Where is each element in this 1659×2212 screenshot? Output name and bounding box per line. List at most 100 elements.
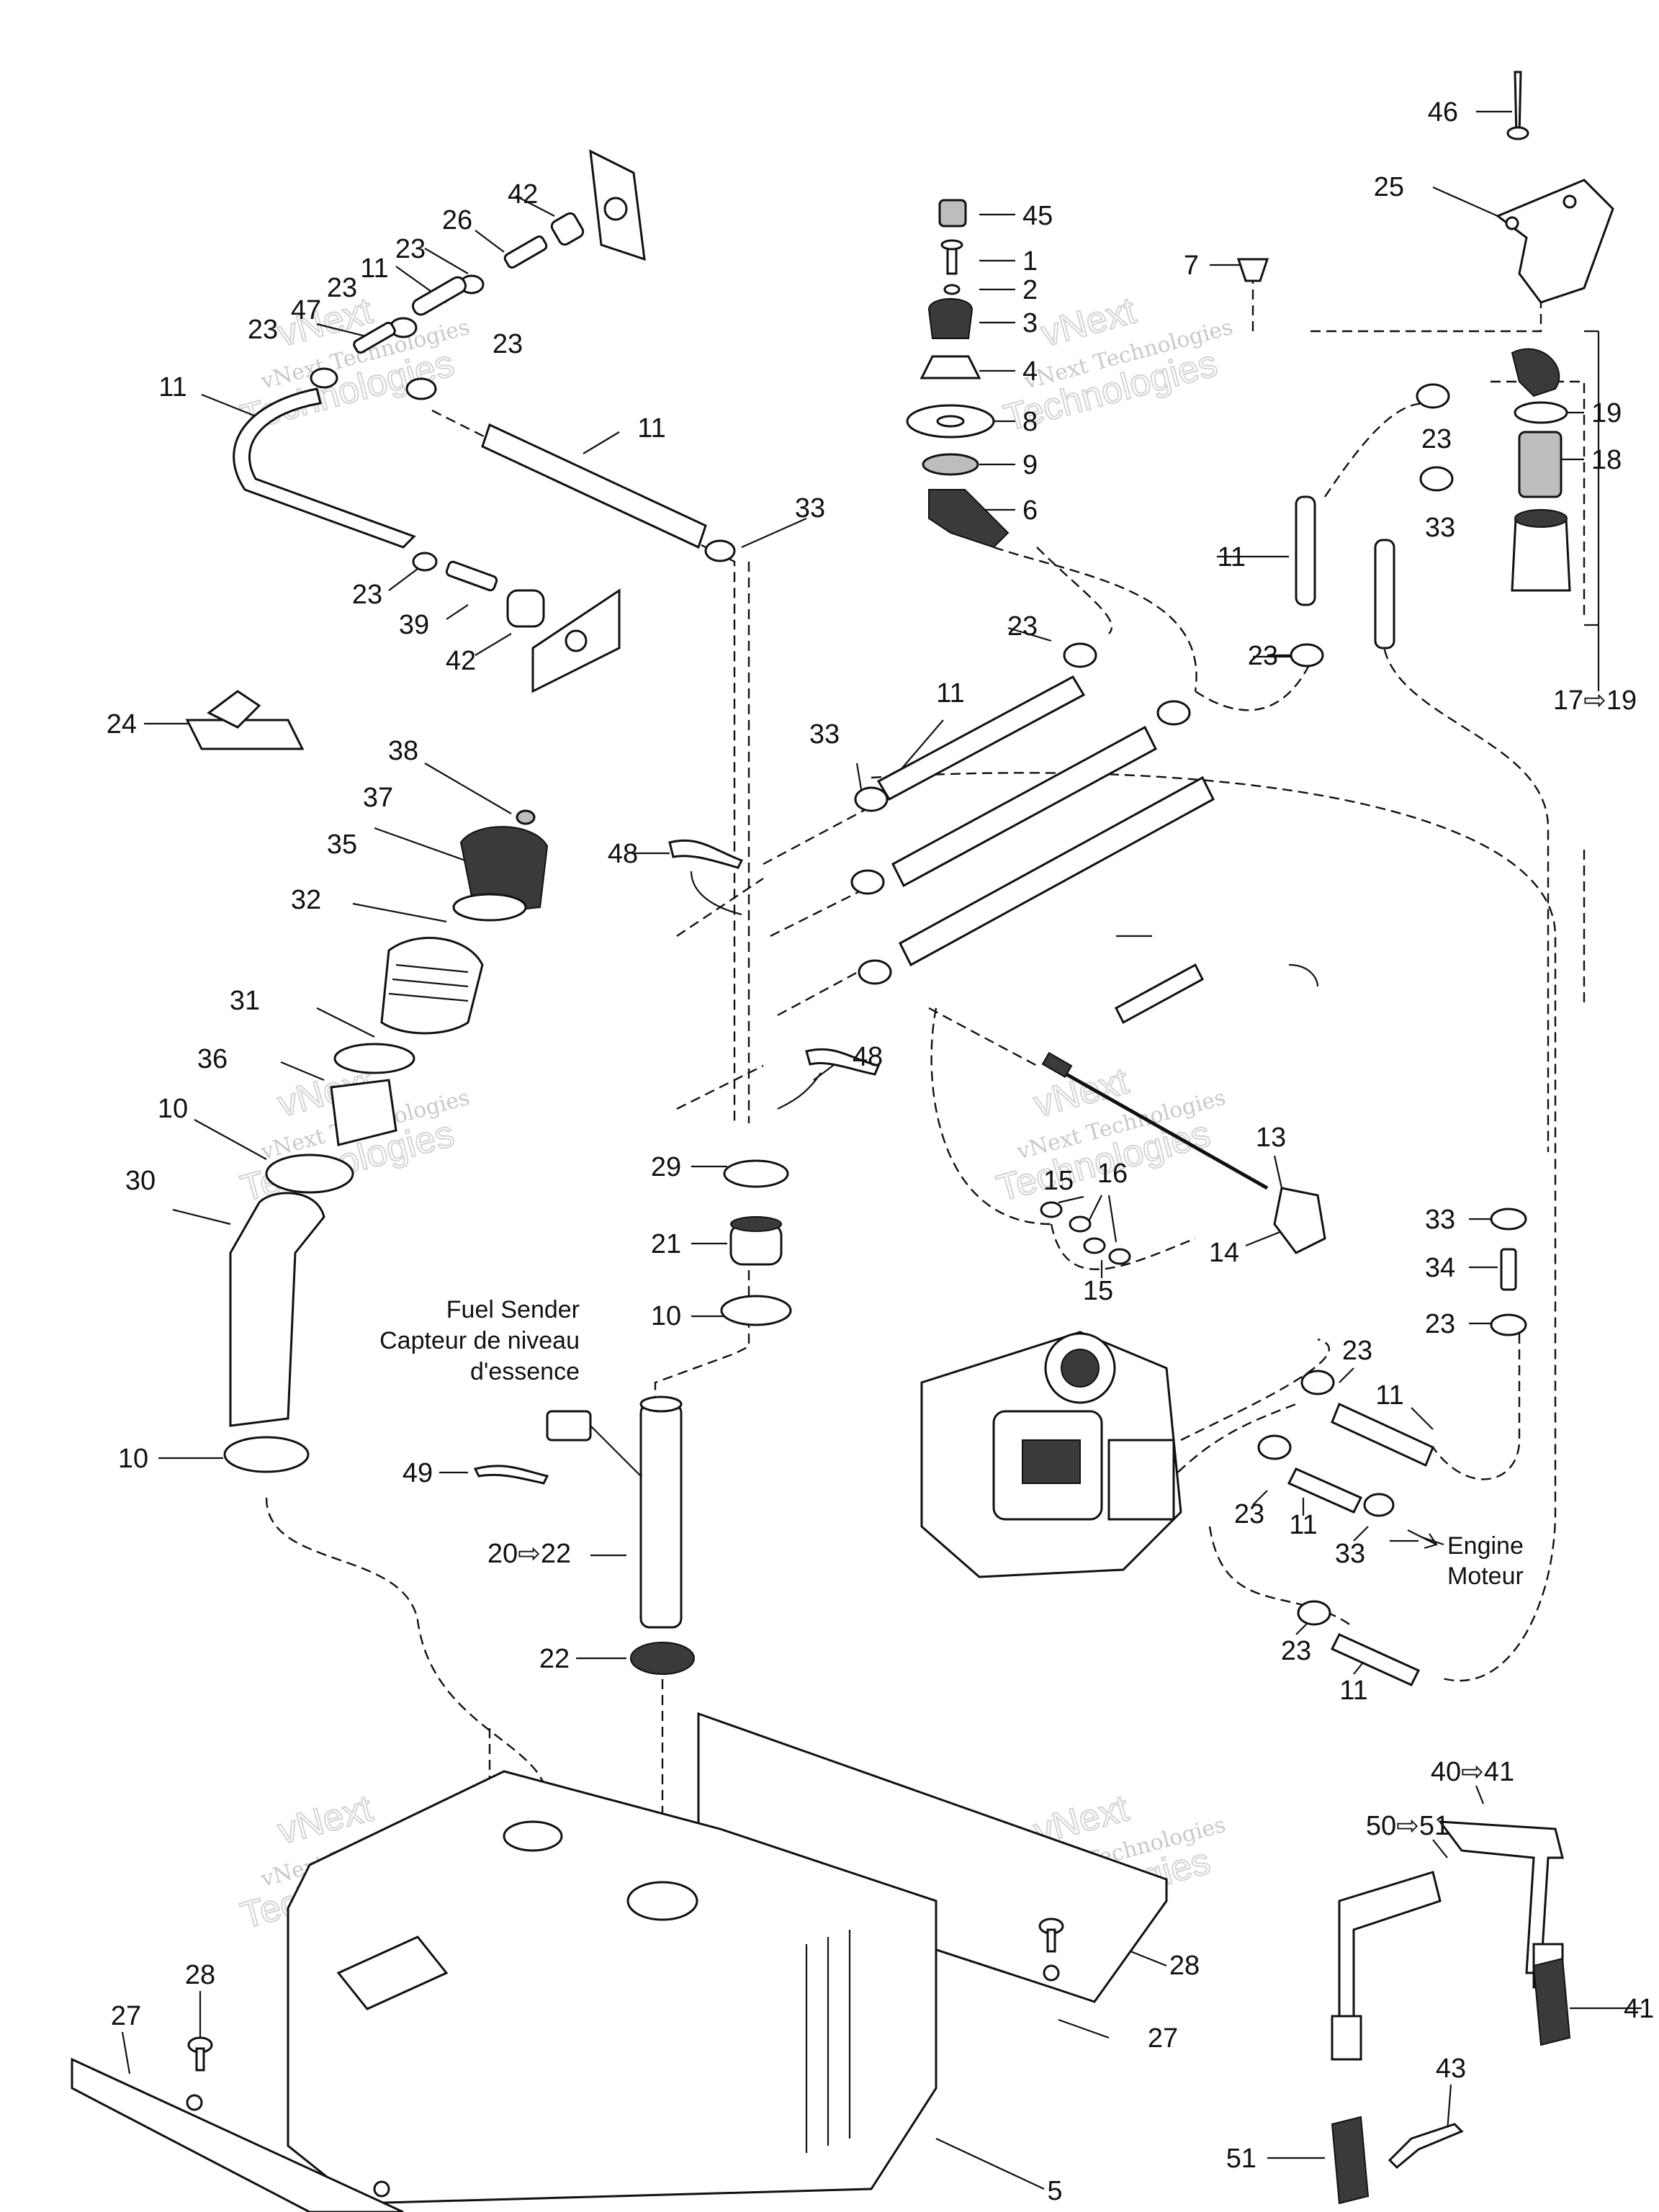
tie-48-a xyxy=(668,839,744,869)
washer-16-a xyxy=(1069,1215,1092,1233)
callout-40-41: 40⇨41 xyxy=(1431,1757,1514,1787)
callout-labels: 46 25 45 1 2 3 4 8 9 6 7 19 18 23 33 11 … xyxy=(107,97,1655,2206)
fitting-47 xyxy=(353,321,396,354)
callout-17-19: 17⇨19 xyxy=(1553,685,1637,716)
clamp-33-m1 xyxy=(854,786,889,812)
callout-39: 39 xyxy=(399,610,429,640)
callout-28-b: 28 xyxy=(1169,1951,1200,1981)
hose-partial-a xyxy=(1115,963,1204,1025)
callout-32: 32 xyxy=(291,885,321,915)
ties-48 xyxy=(668,839,881,1110)
washer-2 xyxy=(943,284,961,295)
clamp-33-right xyxy=(1419,466,1454,492)
callout-15-a: 15 xyxy=(1043,1166,1074,1196)
clamp-23-c xyxy=(310,367,338,389)
callout-33-c: 33 xyxy=(809,719,840,750)
hose-11-m2 xyxy=(891,725,1157,888)
note-engine-en: Engine xyxy=(1447,1532,1524,1560)
top-left-hose-assembly xyxy=(233,149,736,693)
callout-27-a: 27 xyxy=(111,2001,141,2031)
hose-11-short xyxy=(412,276,467,316)
nut-15-a xyxy=(1040,1201,1063,1218)
fitting-26 xyxy=(503,235,548,269)
callout-11-e: 11 xyxy=(936,678,964,709)
callout-51: 51 xyxy=(1226,2144,1256,2174)
hose-11-long-top xyxy=(481,423,707,549)
bushing-42-upper xyxy=(550,212,585,246)
hose-11-m3 xyxy=(899,775,1215,967)
clamp-23-d xyxy=(405,377,437,400)
sender-tube xyxy=(639,1403,683,1629)
ring-31 xyxy=(333,1043,415,1074)
gasket-22 xyxy=(630,1642,695,1675)
callout-33-e: 33 xyxy=(1335,1539,1365,1569)
filter-assembly xyxy=(1236,71,1614,667)
valve-assembly-top xyxy=(906,199,1010,549)
bracket-51 xyxy=(1331,2116,1370,2205)
nut-7 xyxy=(1236,258,1269,282)
callout-11-d: 11 xyxy=(637,413,665,444)
callout-16: 16 xyxy=(1097,1159,1128,1189)
hose-11-r3 xyxy=(1330,1633,1421,1686)
callout-48-a: 48 xyxy=(608,839,638,869)
callout-23-f: 23 xyxy=(493,329,523,359)
callout-26: 26 xyxy=(442,205,472,235)
callout-11-h: 11 xyxy=(1339,1676,1367,1706)
notes: Fuel Sender Capteur de niveau d'essence … xyxy=(379,1296,1524,1590)
callout-30: 30 xyxy=(125,1166,156,1196)
filter-element-18 xyxy=(1518,431,1563,498)
callout-2: 2 xyxy=(1022,275,1038,305)
knob-14 xyxy=(1273,1187,1326,1254)
callout-11-c: 11 xyxy=(158,372,186,403)
nut-4 xyxy=(920,355,981,379)
callout-19: 19 xyxy=(1591,398,1622,428)
callout-23-b: 23 xyxy=(1248,641,1278,671)
callout-29: 29 xyxy=(651,1152,681,1182)
bushing-42-lower xyxy=(506,589,545,628)
callout-37: 37 xyxy=(363,783,393,813)
clamp-23-r xyxy=(1490,1313,1527,1336)
filter-bowl xyxy=(1511,517,1571,592)
callout-28-a: 28 xyxy=(185,1960,215,1990)
filler-neck-assembly xyxy=(185,690,549,1473)
clamp-33-m3 xyxy=(858,959,892,985)
callout-14: 14 xyxy=(1209,1238,1239,1268)
callout-34: 34 xyxy=(1425,1253,1455,1283)
screws-28 xyxy=(187,1917,1064,2072)
callout-23-c: 23 xyxy=(395,234,426,264)
valve-6 xyxy=(928,489,1010,549)
tank-body-5 xyxy=(287,1770,938,2205)
callout-11-b: 11 xyxy=(360,253,388,284)
clamp-23-c4 xyxy=(1297,1600,1331,1626)
clamp-10-b xyxy=(720,1295,792,1326)
callout-10-a: 10 xyxy=(158,1094,188,1124)
bracket-25 xyxy=(1496,179,1614,304)
callout-27-b: 27 xyxy=(1148,2023,1178,2054)
middle-hoses xyxy=(850,642,1319,1025)
callout-23-h: 23 xyxy=(1007,611,1038,642)
callout-33-a: 33 xyxy=(1425,513,1455,543)
callout-35: 35 xyxy=(327,830,357,860)
oring-19 xyxy=(1514,401,1568,424)
hose-11-curved xyxy=(233,387,416,549)
hose-11-vertical-b xyxy=(1374,539,1395,649)
tie-48-b xyxy=(805,1048,881,1076)
callout-48-b: 48 xyxy=(853,1042,883,1072)
cap-37 xyxy=(459,826,549,916)
clamp-33-a xyxy=(704,539,736,562)
nut-36 xyxy=(330,1079,397,1146)
callout-6: 6 xyxy=(1022,495,1038,526)
clamp-23-c1 xyxy=(1300,1370,1335,1395)
clamp-23-right xyxy=(1416,383,1450,409)
callout-7: 7 xyxy=(1184,251,1199,281)
callout-9: 9 xyxy=(1022,450,1038,480)
hose-11-vertical-a xyxy=(1295,495,1316,606)
callout-23-i: 23 xyxy=(1425,1309,1455,1339)
callout-11-g: 11 xyxy=(1289,1510,1317,1540)
clamp-33-c3 xyxy=(1363,1493,1395,1517)
callout-10-b: 10 xyxy=(651,1301,681,1331)
clamp-29 xyxy=(723,1159,789,1188)
knob-3 xyxy=(927,298,974,339)
clamp-23-m2 xyxy=(1156,700,1191,726)
